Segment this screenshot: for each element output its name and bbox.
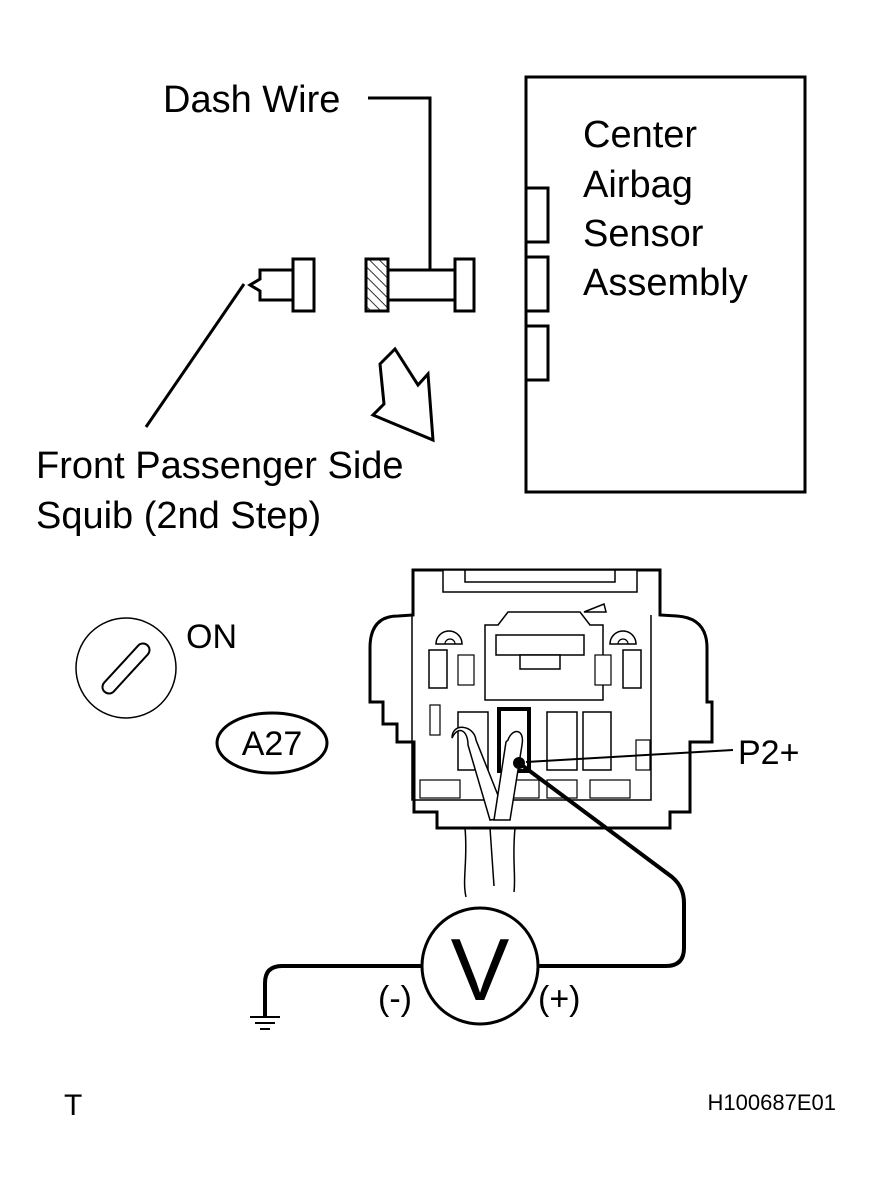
dash-wire-connector <box>364 257 476 313</box>
voltmeter-symbol: V <box>451 920 510 1019</box>
positive-probe-label: (+) <box>538 980 581 1018</box>
ecu-connector-slot <box>524 255 550 313</box>
squib-leader <box>144 283 246 428</box>
ignition-switch-icon <box>75 617 177 719</box>
dash-wire-label: Dash Wire <box>163 79 340 121</box>
negative-probe-label: (-) <box>378 980 412 1018</box>
squib-label-line2: Squib (2nd Step) <box>36 495 321 537</box>
positive-probe-lead <box>517 761 686 968</box>
ignition-state-label: ON <box>186 618 237 656</box>
terminal-leader <box>525 749 734 763</box>
arrow-down-right-icon <box>370 346 435 443</box>
ecu-connector-slot <box>524 324 550 382</box>
connector-id-label: A27 <box>242 725 303 763</box>
figure-code: H100687E01 <box>708 1090 836 1115</box>
airbag-sensor-box <box>524 75 807 494</box>
terminal-label: P2+ <box>738 734 799 772</box>
voltmeter-icon <box>420 906 540 1026</box>
squib-label-line1: Front Passenger Side <box>36 445 404 487</box>
connector-id-ellipse <box>215 711 329 775</box>
ecu-label-line4: Assembly <box>583 262 748 304</box>
ground-symbol-icon <box>250 1016 280 1030</box>
ecu-connector-slot <box>524 186 550 244</box>
squib-connector <box>247 257 316 313</box>
corner-mark: T <box>64 1089 82 1122</box>
ecu-label-line1: Center <box>583 114 697 156</box>
ecu-label-line3: Sensor <box>583 213 704 255</box>
hatched-connector-face <box>364 257 390 313</box>
negative-probe-lead <box>263 964 422 1017</box>
ecu-label-line2: Airbag <box>583 164 693 206</box>
dash-wire-leader <box>368 96 432 270</box>
connector-front-view <box>368 568 714 830</box>
harness-wires <box>451 726 524 898</box>
